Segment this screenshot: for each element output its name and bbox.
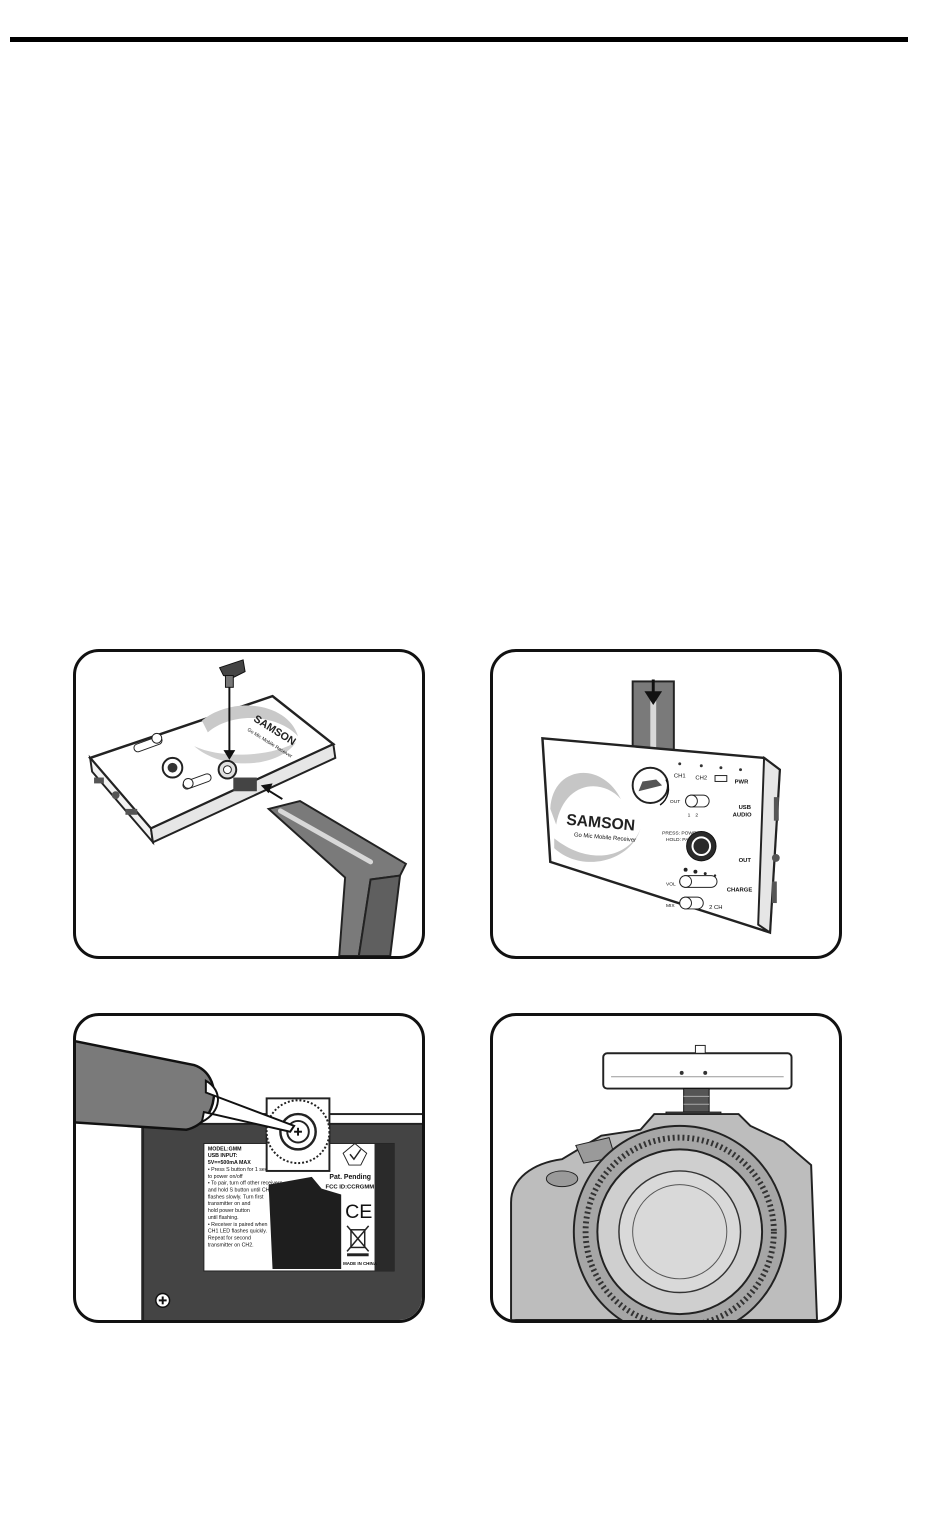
label-line: 5V==500mA MAX bbox=[208, 1160, 251, 1166]
panel2-vol: VOL bbox=[666, 881, 676, 887]
label-line: MODEL:GMM bbox=[208, 1146, 242, 1152]
panel2-audio: AUDIO bbox=[733, 813, 752, 819]
panel3-made-in: MADE IN CHINA bbox=[343, 1261, 378, 1266]
illustration-back-label: MODEL:GMM USB INPUT: 5V==500mA MAX • Pre… bbox=[73, 1013, 425, 1323]
illustration-receiver-front: SAMSON Go Mic Mobile Receiver CH1 CH2 PW… bbox=[490, 649, 842, 959]
label-line: • Press S button for 1 sec. bbox=[208, 1167, 269, 1173]
panel2-charge: CHARGE bbox=[727, 887, 753, 893]
weee-bin-icon bbox=[346, 1225, 370, 1257]
panel2-pwr: PWR bbox=[735, 779, 749, 785]
panel3-pat-pending: Pat. Pending bbox=[329, 1174, 371, 1181]
corner-screw-icon bbox=[155, 1292, 171, 1308]
label-line: Repeat for second bbox=[208, 1236, 251, 1242]
mount-assembly-drawing: SAMSON Go Mic Mobile Receiver bbox=[88, 659, 408, 956]
back-label-drawing: MODEL:GMM USB INPUT: 5V==500mA MAX • Pre… bbox=[76, 1040, 422, 1320]
label-line: transmitter on CH2. bbox=[208, 1242, 254, 1248]
label-line: until flashing. bbox=[208, 1215, 239, 1221]
label-line: CH1 LED flashes quickly. bbox=[208, 1229, 267, 1235]
panel2-model: Go Mic Mobile Receiver bbox=[574, 832, 637, 843]
panel2-ch2: CH2 bbox=[695, 775, 707, 781]
label-line: • To pair, turn off other receivers bbox=[208, 1181, 283, 1187]
label-line: and hold S button until CH1 bbox=[208, 1188, 273, 1194]
illustration-attach-mount: SAMSON Go Mic Mobile Receiver bbox=[73, 649, 425, 959]
panel2-mix: MIX bbox=[666, 903, 675, 909]
camera-mount-drawing bbox=[510, 1044, 819, 1320]
illustration-camera-mount bbox=[490, 1013, 842, 1323]
panel2-one: 1 bbox=[688, 813, 691, 819]
panel2-press-power: PRESS: POWER bbox=[662, 830, 700, 836]
panel3-ce-mark: CE bbox=[345, 1201, 372, 1223]
top-rule bbox=[10, 37, 908, 42]
panel2-two-ch: 2 CH bbox=[709, 905, 722, 911]
label-line: USB INPUT: bbox=[208, 1153, 238, 1159]
panel2-brand: SAMSON bbox=[566, 812, 636, 835]
panel2-two: 2 bbox=[695, 813, 698, 819]
label-line: • Receiver is paired when bbox=[208, 1222, 268, 1228]
panel3-fcc-id: FCC ID:CCRGMM bbox=[325, 1185, 374, 1191]
panel2-out-small: OUT bbox=[670, 799, 680, 805]
panel2-out: OUT bbox=[739, 858, 752, 864]
label-line: transmitter on and bbox=[208, 1201, 251, 1207]
label-line: to power on/off bbox=[208, 1174, 243, 1180]
panel2-usb: USB bbox=[739, 805, 751, 811]
label-line: hold power button bbox=[208, 1208, 250, 1214]
receiver-front-drawing: SAMSON Go Mic Mobile Receiver CH1 CH2 PW… bbox=[541, 679, 782, 935]
panel2-ch1: CH1 bbox=[674, 774, 686, 780]
label-line: flashes slowly. Turn first bbox=[208, 1194, 264, 1200]
panel2-hold-pair: HOLD: PAIR bbox=[666, 837, 694, 843]
panel3-label-text: MODEL:GMM USB INPUT: 5V==500mA MAX • Pre… bbox=[208, 1146, 284, 1248]
phillips-screw-icon bbox=[294, 1127, 302, 1136]
